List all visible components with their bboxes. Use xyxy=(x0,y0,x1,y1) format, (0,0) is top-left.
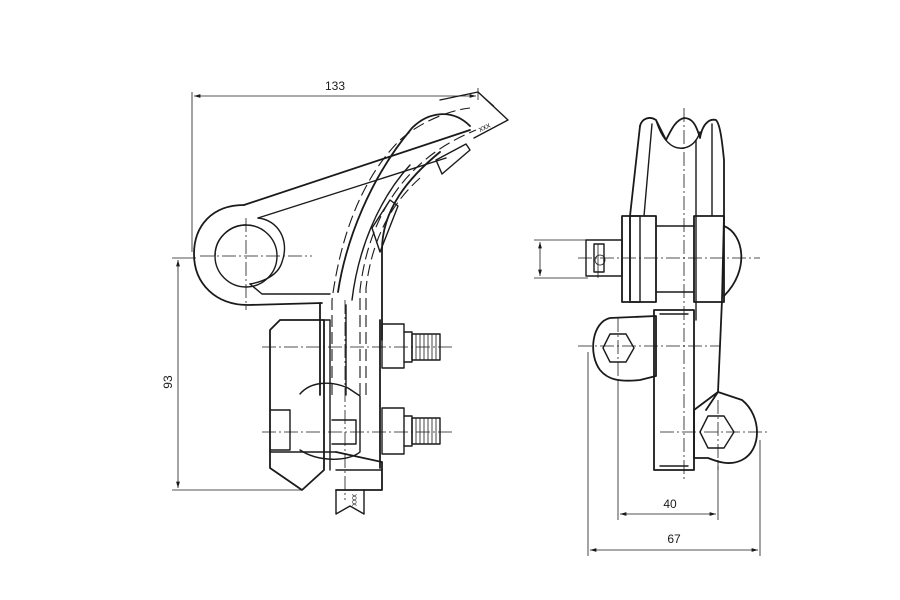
dimension-pin xyxy=(534,239,588,279)
cable-marking-top: xxx xyxy=(477,121,492,134)
dimension-67-label: 67 xyxy=(667,532,681,546)
clamp-block xyxy=(269,319,383,491)
dimension-40-label: 40 xyxy=(663,497,677,511)
dimension-93-label: 93 xyxy=(161,375,175,389)
front-view: 40 67 xyxy=(534,108,770,556)
curved-arm xyxy=(319,107,477,396)
front-dome xyxy=(723,225,743,297)
side-view: xxx xyxy=(161,79,509,515)
front-body-left xyxy=(629,125,641,301)
dimension-133-label: 133 xyxy=(325,79,345,93)
cable-bottom: xxx xyxy=(335,489,365,515)
cable-marking-bottom: xxx xyxy=(350,494,359,506)
dimension-93: 93 xyxy=(161,257,302,491)
front-pin xyxy=(585,239,623,278)
eye-loop xyxy=(193,129,471,306)
hex-nut-lower xyxy=(693,391,758,464)
hatched-insert-mid xyxy=(371,199,399,253)
dimension-67: 67 xyxy=(587,352,761,556)
dimension-133: 133 xyxy=(191,79,479,252)
front-cheek-right xyxy=(693,215,725,303)
hatched-insert-top xyxy=(435,143,471,175)
hex-nut-upper xyxy=(592,309,695,471)
dimension-40: 40 xyxy=(617,380,719,520)
front-cheek-left xyxy=(621,215,657,303)
upper-bolt xyxy=(262,323,452,369)
lower-bolt xyxy=(262,407,452,455)
